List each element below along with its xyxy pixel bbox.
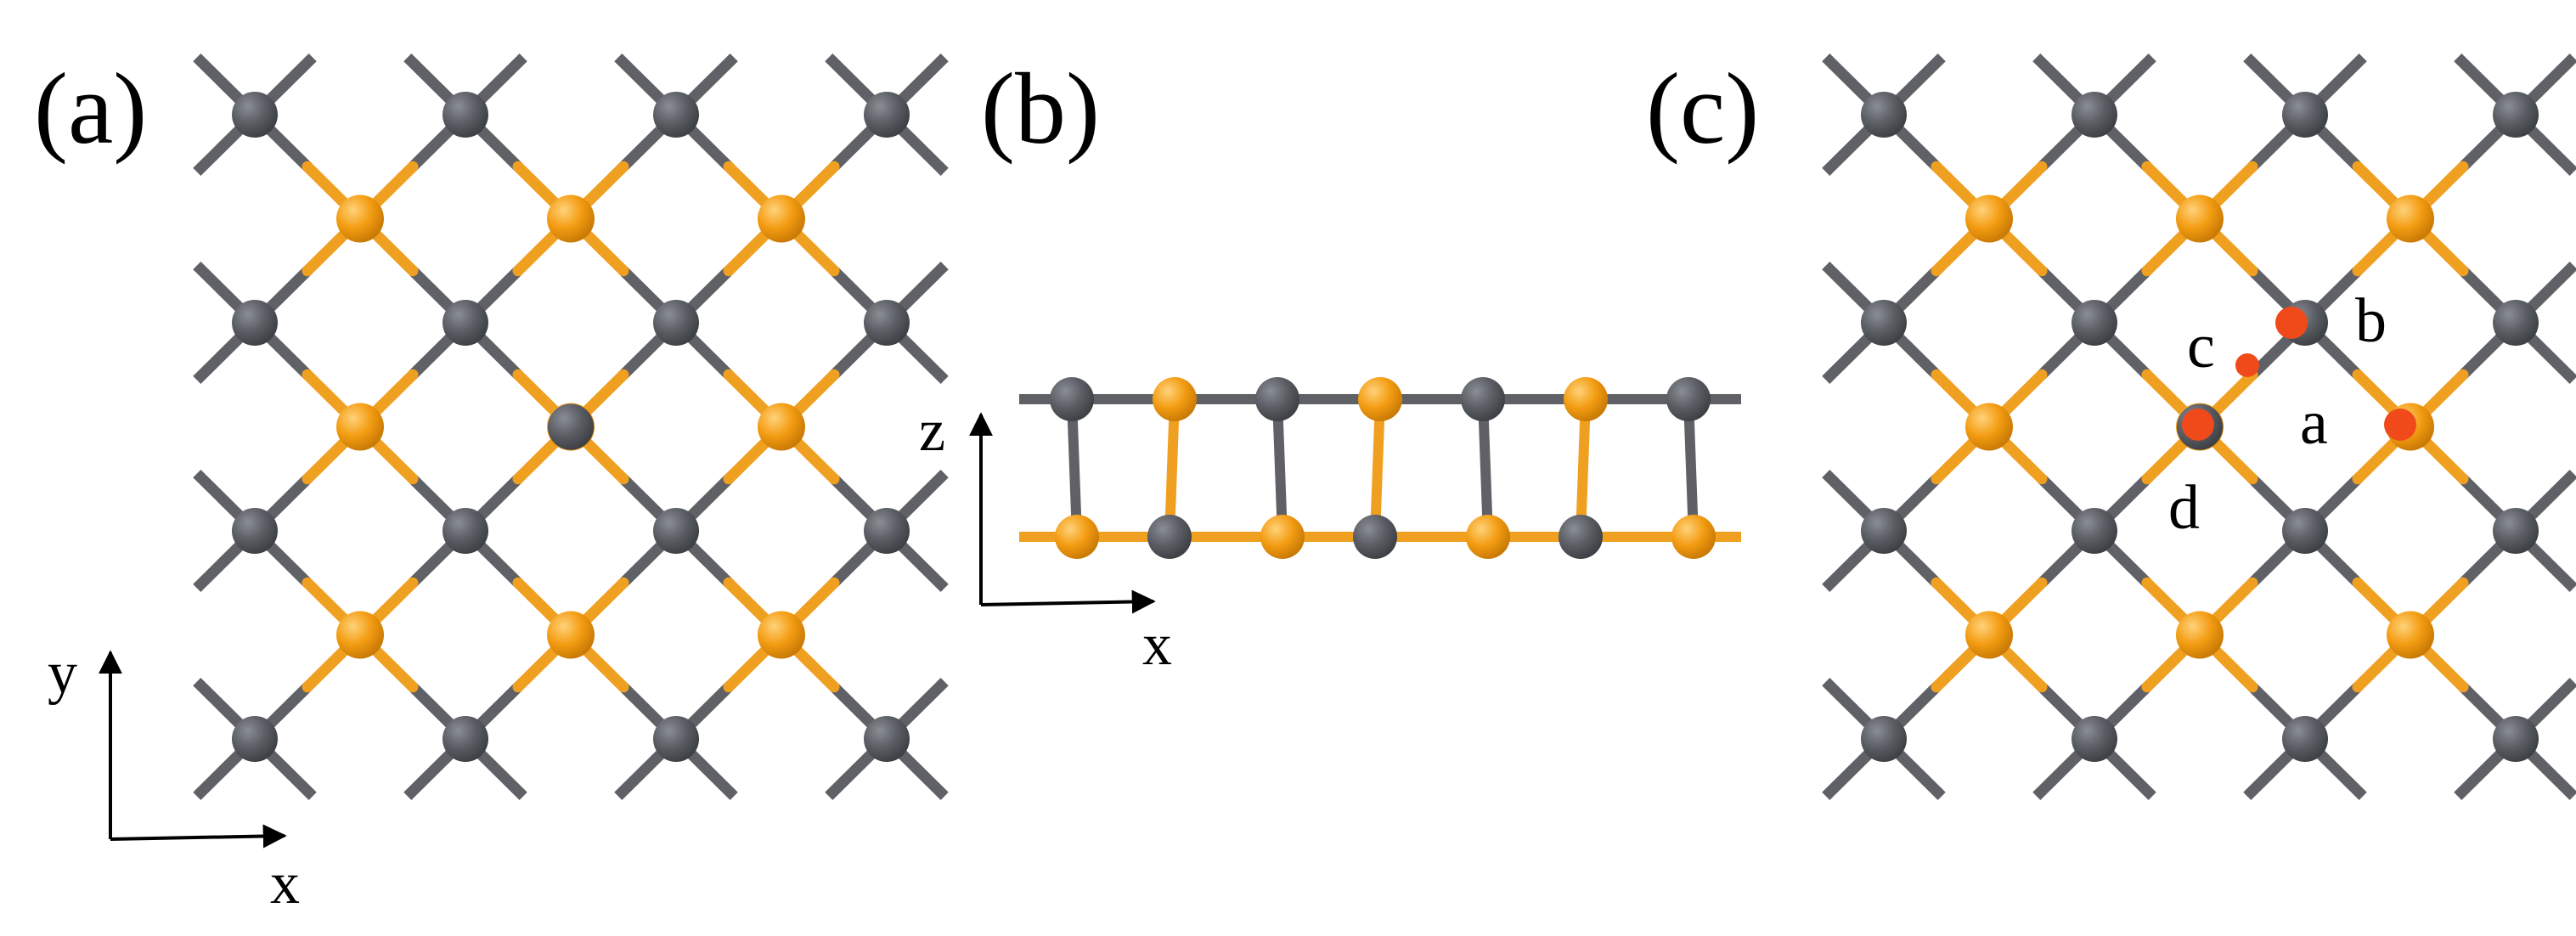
panel-a-x-axis-arrow (110, 824, 287, 849)
side-atom-layer (1050, 377, 1716, 559)
gold-atom (1965, 403, 2013, 451)
panel-b-side-view (1019, 377, 1741, 559)
gold-atom (758, 611, 805, 659)
gold-atom (758, 195, 805, 243)
side-bottom-gold-atom (1055, 515, 1099, 559)
dark-atom (2493, 92, 2539, 138)
gold-atom (2387, 195, 2434, 243)
site-label-b: b (2355, 286, 2387, 356)
dark-atom (1861, 508, 1907, 554)
gold-atom (336, 403, 384, 451)
dark-atom (2282, 508, 2328, 554)
site-marker-a (2384, 409, 2416, 441)
side-top-gold-atom (1564, 377, 1608, 421)
dark-atom (2493, 716, 2539, 762)
panel-c: (c) c b a d (1646, 52, 2576, 800)
side-vertical-bond (1478, 398, 1493, 538)
dark-atom (442, 92, 488, 138)
side-vertical-bond (1272, 398, 1288, 538)
side-vertical-bond (1683, 398, 1699, 538)
side-vertical-bond (1164, 398, 1180, 538)
gold-atom (758, 403, 805, 451)
gold-atom (336, 611, 384, 659)
site-marker-c (2235, 353, 2259, 377)
side-top-gold-atom (1358, 377, 1402, 421)
dark-atom (864, 300, 910, 346)
atom-layer (232, 92, 910, 762)
side-top-dark-atom (1050, 377, 1094, 421)
dark-atom (2072, 300, 2117, 346)
gold-atom (2387, 611, 2434, 659)
dark-atom (2282, 716, 2328, 762)
side-vertical-bond (1067, 398, 1082, 538)
dark-atom (1861, 300, 1907, 346)
dark-atom (2493, 300, 2539, 346)
dark-atom (653, 716, 699, 762)
side-bottom-dark-atom (1559, 515, 1603, 559)
panel-b-axes: z x (919, 398, 1172, 678)
panel-c-label: (c) (1646, 52, 1759, 165)
panel-b-x-axis-arrow (980, 589, 1156, 614)
gold-atom (1965, 195, 2013, 243)
dark-atom (2072, 92, 2117, 138)
dark-atom (864, 508, 910, 554)
dark-atom (2072, 508, 2117, 554)
panel-b: (b) z x (919, 52, 1741, 678)
site-label-c: c (2187, 312, 2215, 381)
dark-atom (442, 716, 488, 762)
dark-atom (442, 508, 488, 554)
dark-atom (653, 300, 699, 346)
side-bottom-gold-atom (1671, 515, 1716, 559)
dark-atom (2072, 716, 2117, 762)
side-bottom-gold-atom (1260, 515, 1305, 559)
dark-atom (232, 716, 278, 762)
panel-b-x-axis-label: x (1142, 612, 1172, 678)
site-marker-b (2275, 307, 2308, 339)
panel-b-label: (b) (981, 52, 1100, 165)
dark-atom-center (548, 403, 594, 450)
dark-atom (1861, 716, 1907, 762)
side-vertical-bond (1370, 398, 1385, 538)
dark-atom (864, 92, 910, 138)
side-vertical-bond (1575, 398, 1591, 538)
side-bottom-dark-atom (1147, 515, 1192, 559)
panel-a-lattice (193, 54, 949, 800)
panel-c-lattice (1822, 54, 2576, 800)
side-bottom-gold-atom (1466, 515, 1510, 559)
dark-atom (442, 300, 488, 346)
dark-atom (232, 508, 278, 554)
gold-atom (336, 195, 384, 243)
side-top-dark-atom (1255, 377, 1299, 421)
dark-atom (864, 716, 910, 762)
side-top-gold-atom (1153, 377, 1197, 421)
dark-atom (653, 508, 699, 554)
gold-atom (2176, 195, 2224, 243)
side-bottom-dark-atom (1353, 515, 1397, 559)
dark-atom (653, 92, 699, 138)
side-top-dark-atom (1461, 377, 1505, 421)
panel-b-z-axis-label: z (919, 398, 945, 464)
panel-a-x-axis-label: x (270, 851, 300, 916)
dark-atom (1861, 92, 1907, 138)
panel-c-sites: c b a d (2168, 286, 2416, 543)
dark-atom (2493, 508, 2539, 554)
panel-a: (a) y x (34, 52, 949, 916)
gold-atom (1965, 611, 2013, 659)
side-top-dark-atom (1666, 377, 1711, 421)
site-marker-d (2182, 409, 2214, 441)
panel-a-axes: y x (48, 640, 300, 916)
gold-atom (547, 195, 595, 243)
site-label-a: a (2300, 388, 2328, 458)
gold-atom (2176, 611, 2224, 659)
dark-atom (232, 300, 278, 346)
gold-atom (547, 611, 595, 659)
dark-atom (232, 92, 278, 138)
panel-a-y-axis-label: y (48, 640, 77, 706)
panel-a-label: (a) (34, 52, 147, 165)
dark-atom (2282, 92, 2328, 138)
site-label-d: d (2168, 473, 2200, 543)
